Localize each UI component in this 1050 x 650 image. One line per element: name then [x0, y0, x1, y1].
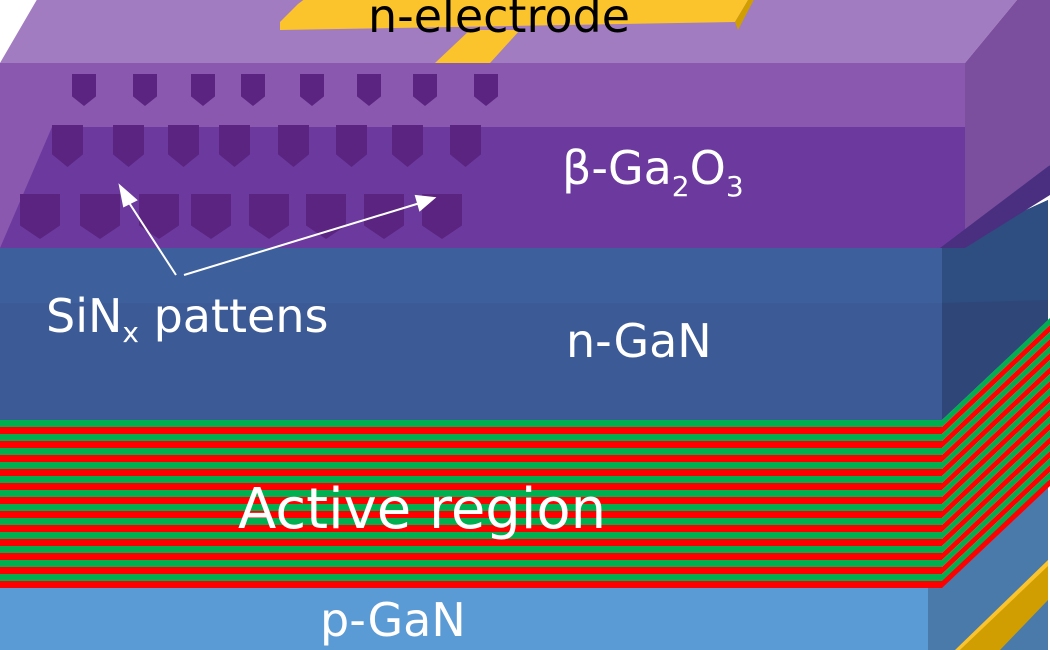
sinx-pattern	[474, 74, 498, 106]
n-electrode	[280, 0, 754, 63]
sinx-pattern	[278, 125, 309, 167]
active-stripe	[0, 532, 942, 539]
active-stripe-side	[942, 388, 1050, 497]
active-stripe-side	[942, 416, 1050, 525]
active-stripe	[0, 476, 942, 483]
sinx-patterns	[20, 74, 498, 239]
sinx-pattern	[191, 194, 231, 239]
active-stripe-side	[942, 381, 1050, 490]
sinx-pattern	[450, 125, 481, 167]
active-stripe	[0, 553, 942, 560]
active-region-label: Active region	[238, 477, 606, 542]
sinx-pattern	[357, 74, 381, 106]
active-stripe-side	[942, 395, 1050, 504]
active-stripe-side	[942, 472, 1050, 581]
active-stripe	[0, 525, 942, 532]
sinx-pattern	[133, 74, 157, 106]
active-stripe	[0, 581, 942, 588]
n-gan-label: n-GaN	[566, 314, 712, 368]
active-stripe	[0, 511, 942, 518]
active-stripe	[0, 434, 942, 441]
active-stripe	[0, 441, 942, 448]
sinx-label-sub: x	[122, 316, 139, 349]
sinx-arrows	[118, 183, 437, 276]
active-stripe	[0, 518, 942, 525]
sinx-pattern	[392, 125, 423, 167]
sinx-pattern	[413, 74, 437, 106]
active-stripe-side	[942, 423, 1050, 532]
sinx-pattern	[249, 194, 289, 239]
active-stripe-side	[942, 374, 1050, 483]
p-gan-label: p-GaN	[320, 593, 466, 647]
active-stripe	[0, 497, 942, 504]
active-stripe-side	[942, 332, 1050, 441]
ga2o3-layer	[0, 0, 1050, 248]
arrow-line-1	[125, 197, 177, 276]
active-region-layer	[0, 318, 1050, 588]
active-stripe	[0, 455, 942, 462]
sinx-pattern	[20, 194, 60, 239]
ga2o3-label-sub2: 3	[726, 170, 744, 203]
sinx-pattern	[364, 194, 404, 239]
active-stripe-side	[942, 360, 1050, 469]
sinx-pattern	[113, 125, 144, 167]
active-stripe	[0, 420, 942, 427]
active-stripe-side	[942, 409, 1050, 518]
sinx-pattern	[52, 125, 83, 167]
active-stripe	[0, 469, 942, 476]
active-stripe	[0, 574, 942, 581]
active-stripe-side	[942, 444, 1050, 553]
sinx-pattern	[168, 125, 199, 167]
n-electrode-label: n-electrode	[368, 0, 630, 43]
active-stripe-side	[942, 458, 1050, 567]
ga2o3-label-prefix: β-Ga	[562, 141, 672, 195]
active-stripe	[0, 462, 942, 469]
sinx-pattern	[300, 74, 324, 106]
active-stripe-side	[942, 479, 1050, 588]
active-stripe-side	[942, 353, 1050, 462]
active-stripe-side	[942, 451, 1050, 560]
active-stripe-side	[942, 465, 1050, 574]
sinx-pattern	[241, 74, 265, 106]
sinx-pattern	[80, 194, 120, 239]
sinx-label: SiNx pattens	[46, 289, 328, 349]
ga2o3-label-sub1: 2	[672, 170, 690, 203]
sinx-pattern	[139, 194, 179, 239]
active-stripe	[0, 427, 942, 434]
ga2o3-label-o: O	[690, 141, 726, 195]
active-stripe-side	[942, 339, 1050, 448]
active-stripe-side	[942, 346, 1050, 455]
ga2o3-label: β-Ga2O3	[562, 141, 744, 203]
sinx-pattern	[422, 194, 462, 239]
active-stripe	[0, 483, 942, 490]
active-stripe	[0, 560, 942, 567]
active-stripe-side	[942, 318, 1050, 427]
sinx-pattern	[72, 74, 96, 106]
sinx-pattern	[336, 125, 367, 167]
arrow-line-2	[183, 202, 421, 276]
active-stripe-side	[942, 325, 1050, 434]
active-stripe-side	[942, 367, 1050, 476]
active-stripe-side	[942, 437, 1050, 546]
sinx-label-prefix: SiN	[46, 289, 122, 343]
active-stripe	[0, 504, 942, 511]
active-stripe	[0, 448, 942, 455]
active-stripe	[0, 539, 942, 546]
active-stripe	[0, 567, 942, 574]
p-gan-layer	[0, 478, 1048, 650]
n-gan-layer	[0, 200, 1048, 420]
arrow-head-2	[414, 194, 437, 212]
sinx-label-suffix: pattens	[139, 289, 329, 343]
active-stripe-side	[942, 402, 1050, 511]
sinx-pattern	[219, 125, 250, 167]
arrow-head-1	[118, 183, 138, 208]
active-stripe	[0, 546, 942, 553]
active-stripe	[0, 490, 942, 497]
sinx-pattern	[191, 74, 215, 106]
active-stripe-side	[942, 430, 1050, 539]
